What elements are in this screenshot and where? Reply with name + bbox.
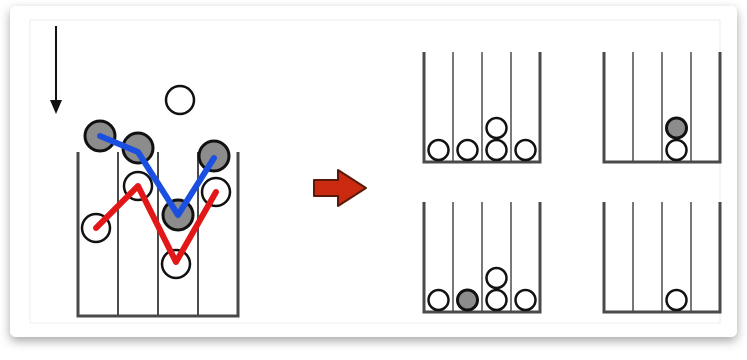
gray-ball [456,288,479,312]
white-ball [164,84,196,116]
gray-ball [665,116,688,140]
white-ball [427,288,450,312]
white-ball [665,288,688,312]
result-bin-container [422,202,542,314]
down-arrow-icon [50,26,62,114]
white-ball [427,138,450,162]
result-panels [422,52,722,314]
red-path-line [93,183,219,265]
result-bin-container [602,52,722,164]
result-bin-container [602,202,722,314]
white-ball [514,288,537,312]
white-ball [485,288,508,312]
white-ball [485,116,508,140]
white-ball [514,138,537,162]
white-ball [665,138,688,162]
white-ball [485,266,508,290]
right-arrow-icon [313,169,367,207]
white-ball [485,138,508,162]
blue-path-line [97,133,217,218]
result-bin-container [422,52,542,164]
white-ball [456,138,479,162]
